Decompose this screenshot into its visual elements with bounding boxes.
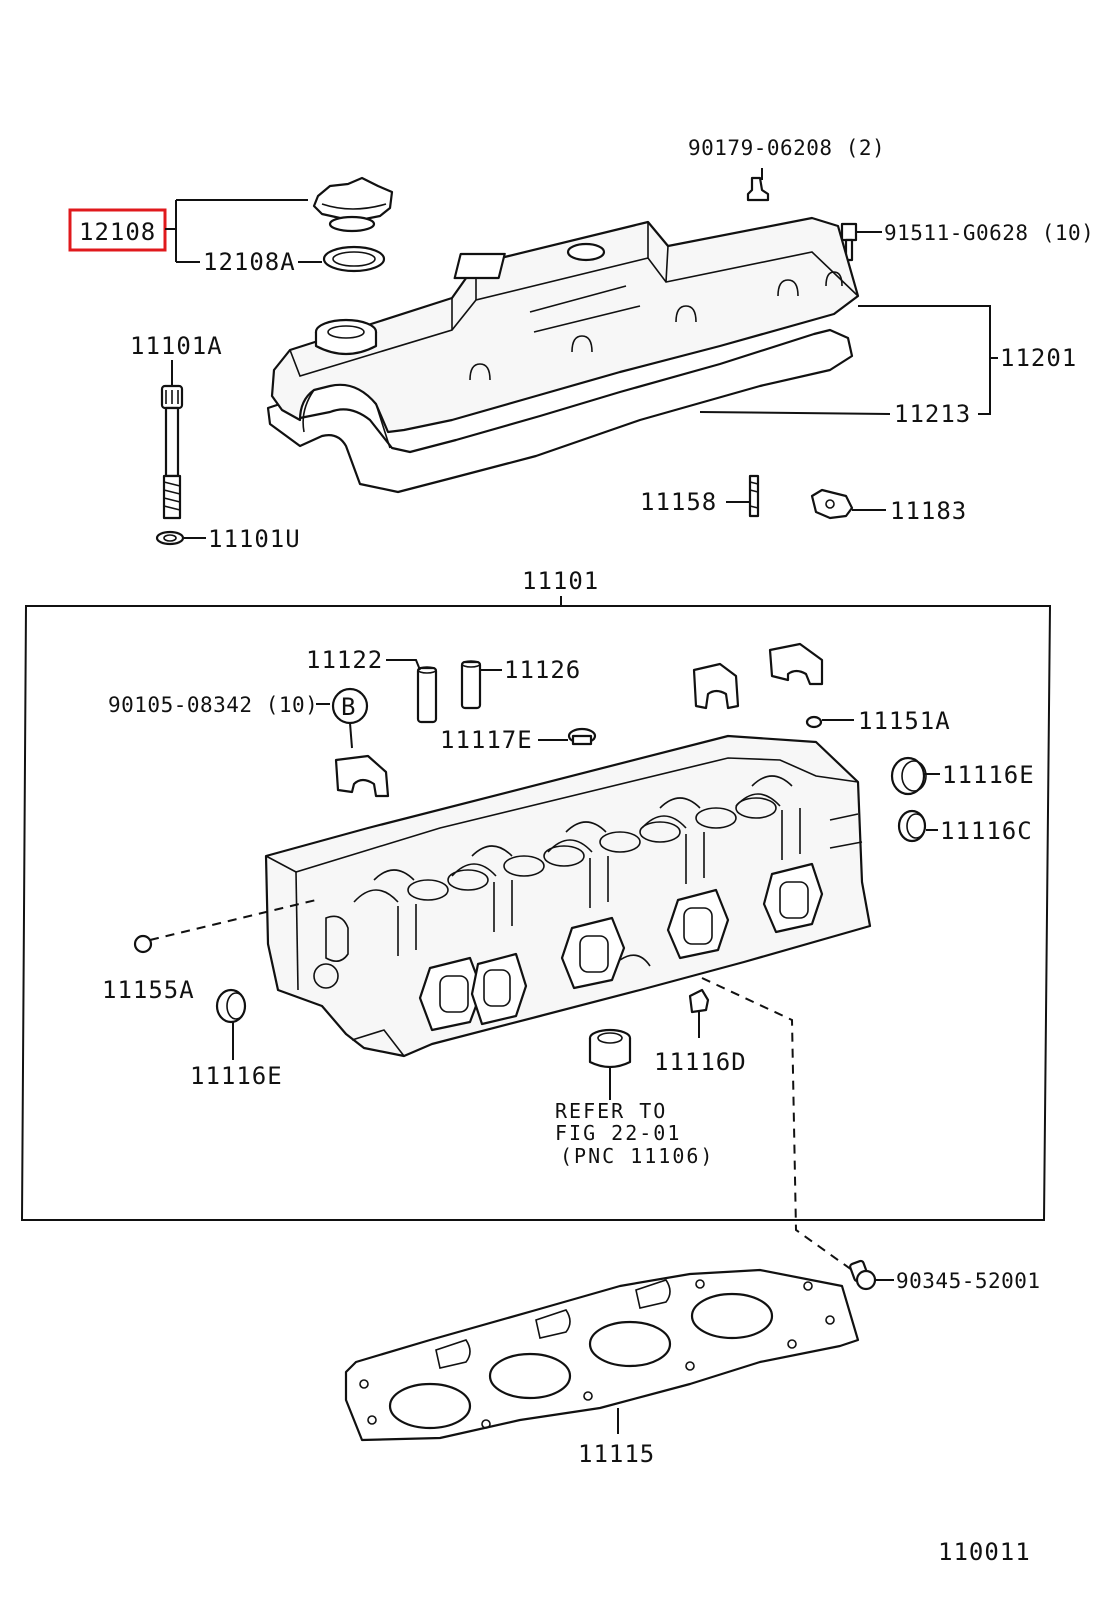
refer-line-1: REFER TO — [555, 1099, 667, 1123]
label-11116E-left[interactable]: 11116E — [190, 1062, 283, 1090]
leader-12108 — [165, 199, 308, 263]
label-91511-G0628[interactable]: 91511-G0628 (10) — [884, 221, 1094, 245]
plug-11116C — [897, 809, 927, 843]
label-11155A[interactable]: 11155A — [102, 976, 195, 1004]
head-bolt-11101A — [160, 360, 184, 520]
plug-11116D — [688, 988, 710, 1014]
guide-11126 — [460, 660, 482, 710]
pin-11155A — [133, 934, 153, 954]
refer-line-3[interactable]: (PNC 11106) — [560, 1144, 714, 1168]
label-12108A[interactable]: 12108A — [203, 248, 296, 276]
label-11117E[interactable]: 11117E — [440, 726, 533, 754]
label-11151A[interactable]: 11151A — [858, 707, 951, 735]
leader-b — [349, 722, 353, 749]
label-11116D[interactable]: 11116D — [654, 1048, 747, 1076]
label-11116C[interactable]: 11116C — [940, 817, 1033, 845]
leader-11201 — [858, 305, 998, 415]
stud-11158 — [748, 474, 760, 518]
label-12108[interactable]: 12108 — [79, 218, 156, 246]
label-11213[interactable]: 11213 — [894, 400, 971, 428]
cylinder-head-cover — [266, 216, 860, 494]
refer-line-2: FIG 22-01 — [555, 1121, 681, 1145]
oil-filler-cap — [312, 176, 394, 233]
label-11158[interactable]: 11158 — [640, 488, 717, 516]
cylinder-head — [264, 734, 872, 1058]
dashed-line-11155A — [149, 899, 317, 941]
camshaft-bearing-cap-mid — [692, 662, 740, 710]
bracket-11183 — [810, 488, 854, 520]
valve-guide-11122 — [416, 666, 438, 724]
label-11126[interactable]: 11126 — [504, 656, 581, 684]
bolt-91511 — [840, 222, 882, 262]
plug-90345 — [849, 1259, 877, 1291]
label-11183[interactable]: 11183 — [890, 497, 967, 525]
label-90179-06208[interactable]: 90179-06208 (2) — [688, 136, 885, 160]
leader-11213 — [699, 411, 891, 415]
label-11101[interactable]: 11101 — [522, 567, 599, 595]
camshaft-bearing-cap-right — [768, 642, 824, 686]
camshaft-bearing-cap-left — [334, 754, 390, 798]
label-11201[interactable]: 11201 — [1000, 344, 1077, 372]
assembly-frame — [20, 605, 1052, 1221]
label-90345-52001[interactable]: 90345-52001 — [896, 1269, 1041, 1293]
washer-11101U — [155, 530, 185, 546]
cylinder-head-gasket — [344, 1268, 860, 1442]
plug-11116E-left — [215, 988, 247, 1024]
filler-cap-gasket — [322, 245, 386, 273]
stud-bolt-90179 — [746, 168, 770, 202]
label-b[interactable]: B — [341, 693, 356, 721]
cover-gasket-11213 — [266, 328, 854, 494]
pin-11151A — [805, 715, 823, 729]
referenced-part-11106 — [588, 1028, 632, 1069]
label-11115[interactable]: 11115 — [578, 1440, 655, 1468]
label-11101U[interactable]: 11101U — [208, 525, 301, 553]
label-90105-08342[interactable]: 90105-08342 (10) — [108, 693, 318, 717]
figure-number: 110011 — [938, 1538, 1031, 1566]
dashed-line-90345 — [701, 977, 853, 1271]
label-11116E-right[interactable]: 11116E — [942, 761, 1035, 789]
plug-11116E-right — [890, 756, 927, 796]
plug-11117E — [567, 727, 597, 746]
label-11122[interactable]: 11122 — [306, 646, 383, 674]
label-11101A[interactable]: 11101A — [130, 332, 223, 360]
leader-11122 — [386, 659, 421, 671]
